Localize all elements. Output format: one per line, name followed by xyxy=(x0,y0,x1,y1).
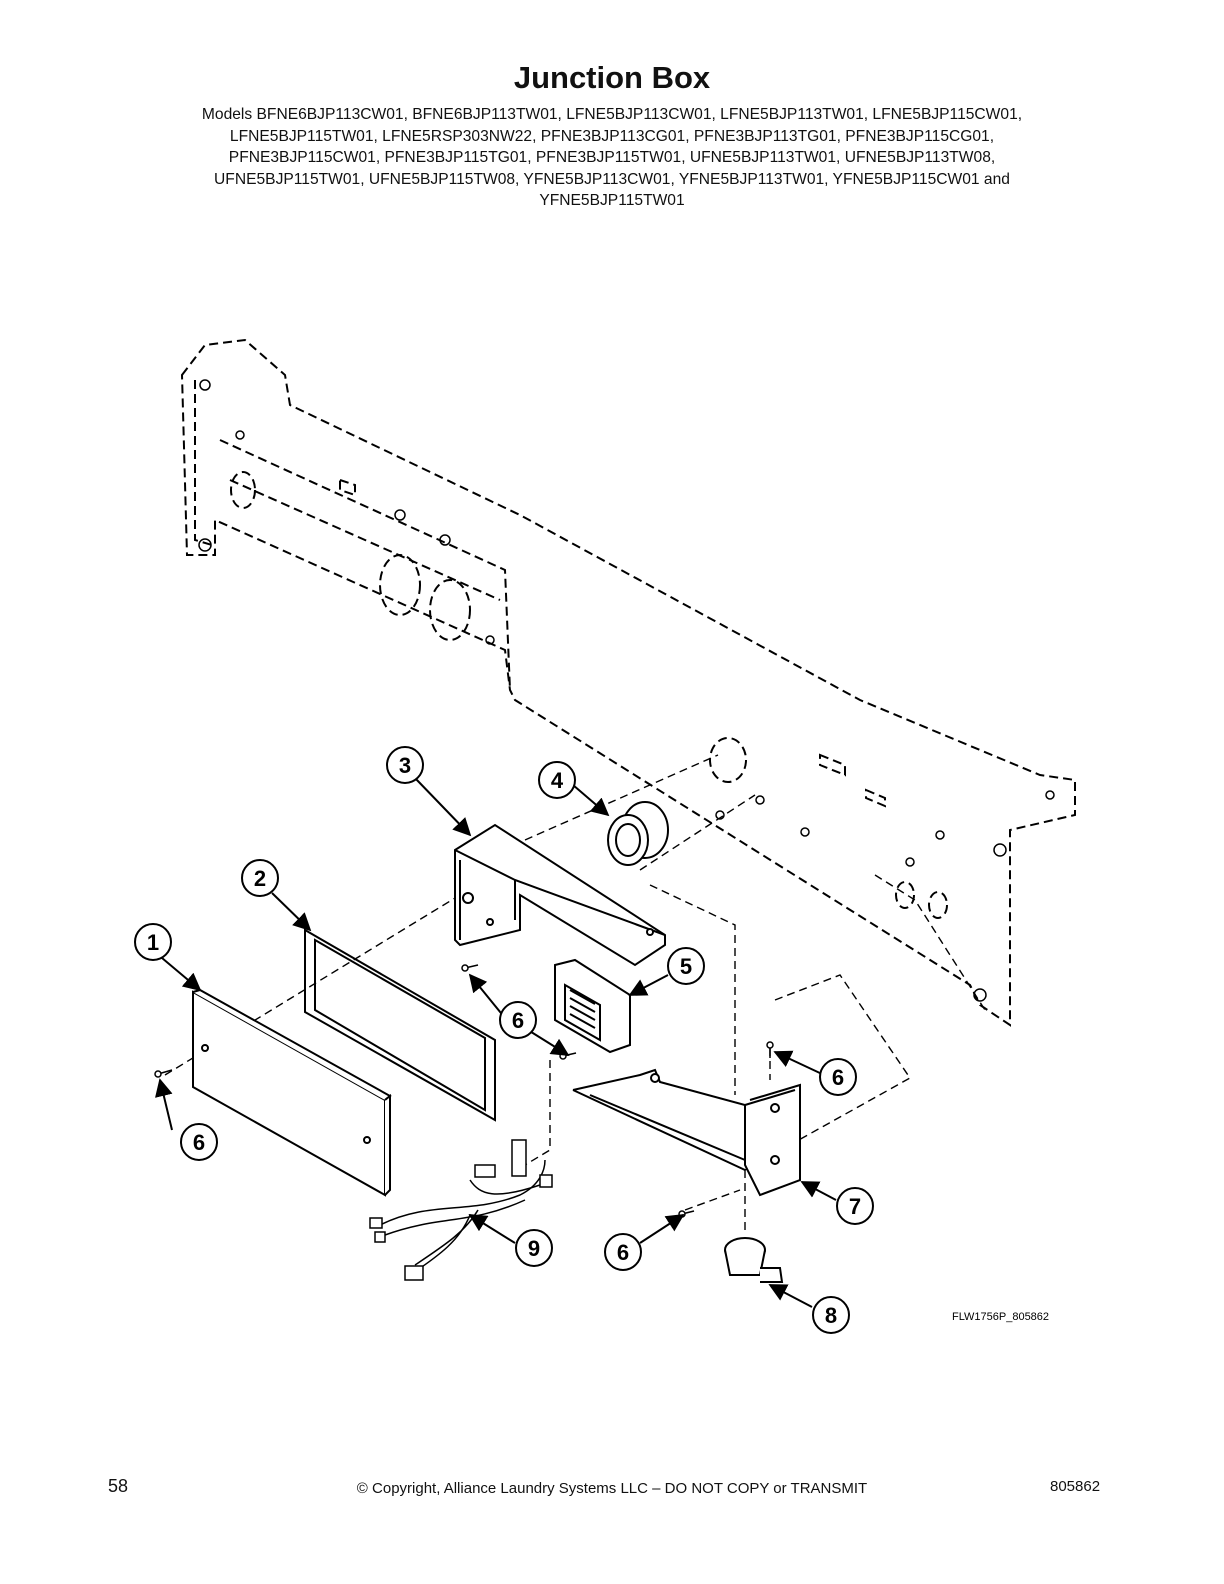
callout-2: 2 xyxy=(241,859,279,897)
models-line: YFNE5BJP115TW01 xyxy=(539,192,685,209)
callout-6: 6 xyxy=(499,1001,537,1039)
callout-7: 7 xyxy=(836,1187,874,1225)
part-4-bushing xyxy=(607,801,669,866)
callout-8-label: 8 xyxy=(825,1303,837,1328)
callout-4: 4 xyxy=(538,761,576,799)
models-line: PFNE3BJP115CW01, PFNE3BJP115TG01, PFNE3B… xyxy=(228,149,996,166)
leader-arrows xyxy=(155,777,837,1308)
callout-3-label: 3 xyxy=(399,753,411,778)
part-1-cover-panel xyxy=(192,988,392,1197)
part-7-mounting-bracket xyxy=(572,1068,801,1197)
callout-6-label: 6 xyxy=(193,1130,205,1155)
page-number: 58 xyxy=(108,1476,129,1496)
part-3-bracket xyxy=(454,823,666,967)
panel-holes xyxy=(198,379,1055,1002)
models-line: Models BFNE6BJP113CW01, BFNE6BJP113TW01,… xyxy=(201,106,1023,123)
drawing-id: FLW1756P_805862 xyxy=(952,1311,1049,1323)
document-number: 805862 xyxy=(1050,1478,1101,1495)
part-5-terminal-block xyxy=(554,958,631,1054)
callout-6-label: 6 xyxy=(617,1240,629,1265)
part-8-sensor xyxy=(724,1237,784,1283)
callout-1-label: 1 xyxy=(147,930,159,955)
part-2-gasket xyxy=(304,928,496,1122)
models-line: UFNE5BJP115TW01, UFNE5BJP115TW08, YFNE5B… xyxy=(214,170,1010,188)
callout-6-label: 6 xyxy=(512,1008,524,1033)
page-title: Junction Box xyxy=(513,60,711,95)
copyright-notice: © Copyright, Alliance Laundry Systems LL… xyxy=(356,1480,868,1497)
callout-6: 6 xyxy=(604,1233,642,1271)
part-9-wire-harness xyxy=(369,1139,553,1281)
callout-5-label: 5 xyxy=(680,954,692,979)
models-list: Models BFNE6BJP113CW01, BFNE6BJP113TW01,… xyxy=(120,104,1104,212)
callout-6: 6 xyxy=(819,1058,857,1096)
callout-6: 6 xyxy=(180,1123,218,1161)
assembly-lines xyxy=(164,754,986,1235)
junction-box-exploded-diagram: 1 2 3 4 5 6 6 6 6 7 8 9 FLW17 xyxy=(134,338,1076,1334)
callout-4-label: 4 xyxy=(551,768,564,793)
models-line: LFNE5BJP115TW01, LFNE5RSP303NW22, PFNE3B… xyxy=(229,127,995,145)
callout-2-label: 2 xyxy=(254,866,266,891)
callout-5: 5 xyxy=(667,947,705,985)
callout-3: 3 xyxy=(386,746,424,784)
callout-9-label: 9 xyxy=(528,1236,540,1261)
callout-7-label: 7 xyxy=(849,1194,861,1219)
callout-6-label: 6 xyxy=(832,1065,844,1090)
rear-panel-dashed xyxy=(180,338,1076,1027)
callout-8: 8 xyxy=(812,1296,850,1334)
callout-9: 9 xyxy=(515,1229,553,1267)
callout-1: 1 xyxy=(134,923,172,961)
